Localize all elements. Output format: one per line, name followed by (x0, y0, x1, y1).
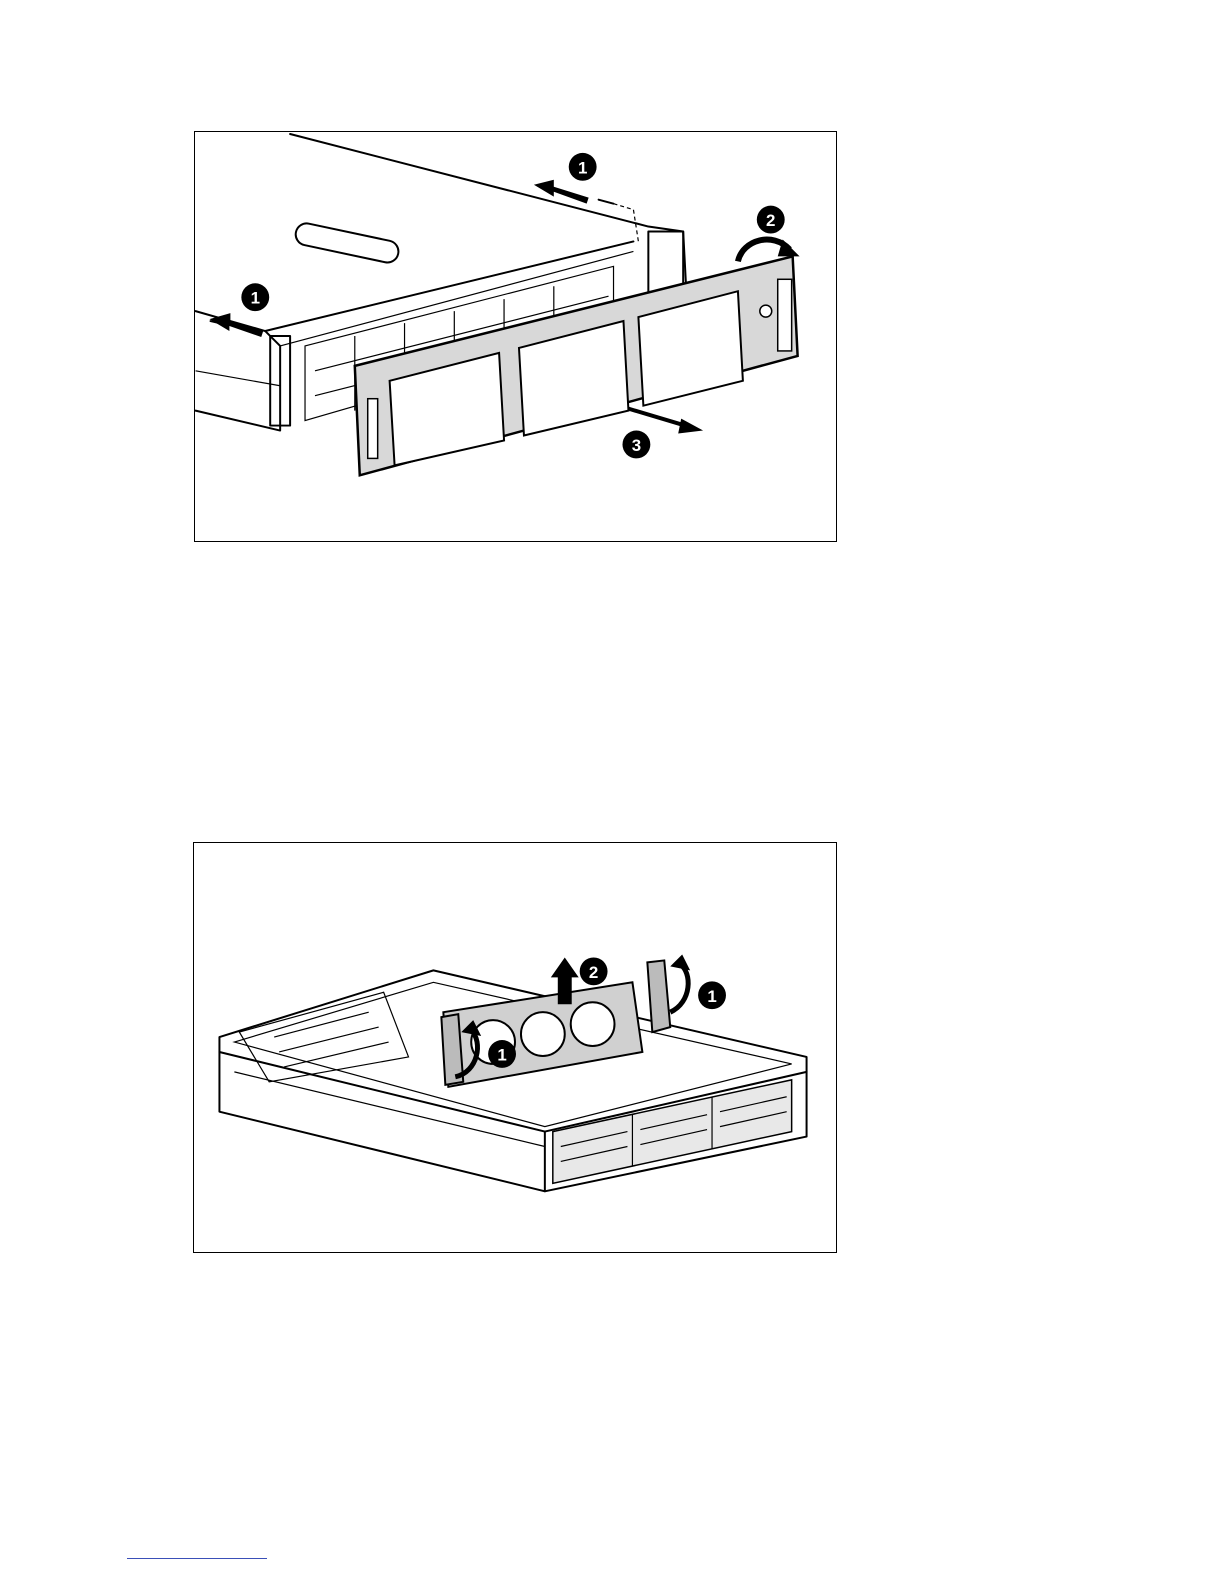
arrow-step-1-right (670, 964, 688, 1012)
callout-1a: 1 (698, 981, 726, 1009)
svg-text:1: 1 (707, 987, 716, 1006)
chassis-left-side (196, 311, 281, 430)
callout-1a: 1 (569, 153, 597, 181)
callout-2: 2 (580, 957, 608, 985)
footnote-separator-line (127, 1558, 267, 1559)
illustration-fan-cage-removal: 1 1 2 (194, 843, 836, 1252)
screw (599, 200, 614, 204)
callout-1b: 1 (241, 283, 269, 311)
arrow-step-3 (628, 409, 685, 426)
figure-remove-bezel: 1 1 2 3 (194, 131, 837, 542)
fan-cage-latch-right (647, 960, 670, 1032)
svg-text:1: 1 (497, 1045, 506, 1064)
svg-text:2: 2 (589, 963, 598, 982)
front-bezel (355, 256, 798, 475)
illustration-bezel-removal: 1 1 2 3 (195, 132, 836, 541)
svg-text:3: 3 (632, 436, 641, 455)
svg-text:1: 1 (578, 158, 587, 177)
svg-text:2: 2 (766, 211, 775, 230)
svg-text:1: 1 (251, 289, 260, 308)
callout-1b: 1 (488, 1040, 516, 1068)
figure-remove-fan-cage: 1 1 2 (193, 842, 837, 1253)
callout-2: 2 (757, 206, 785, 234)
callout-3: 3 (622, 431, 650, 459)
chassis-handle (294, 221, 401, 264)
